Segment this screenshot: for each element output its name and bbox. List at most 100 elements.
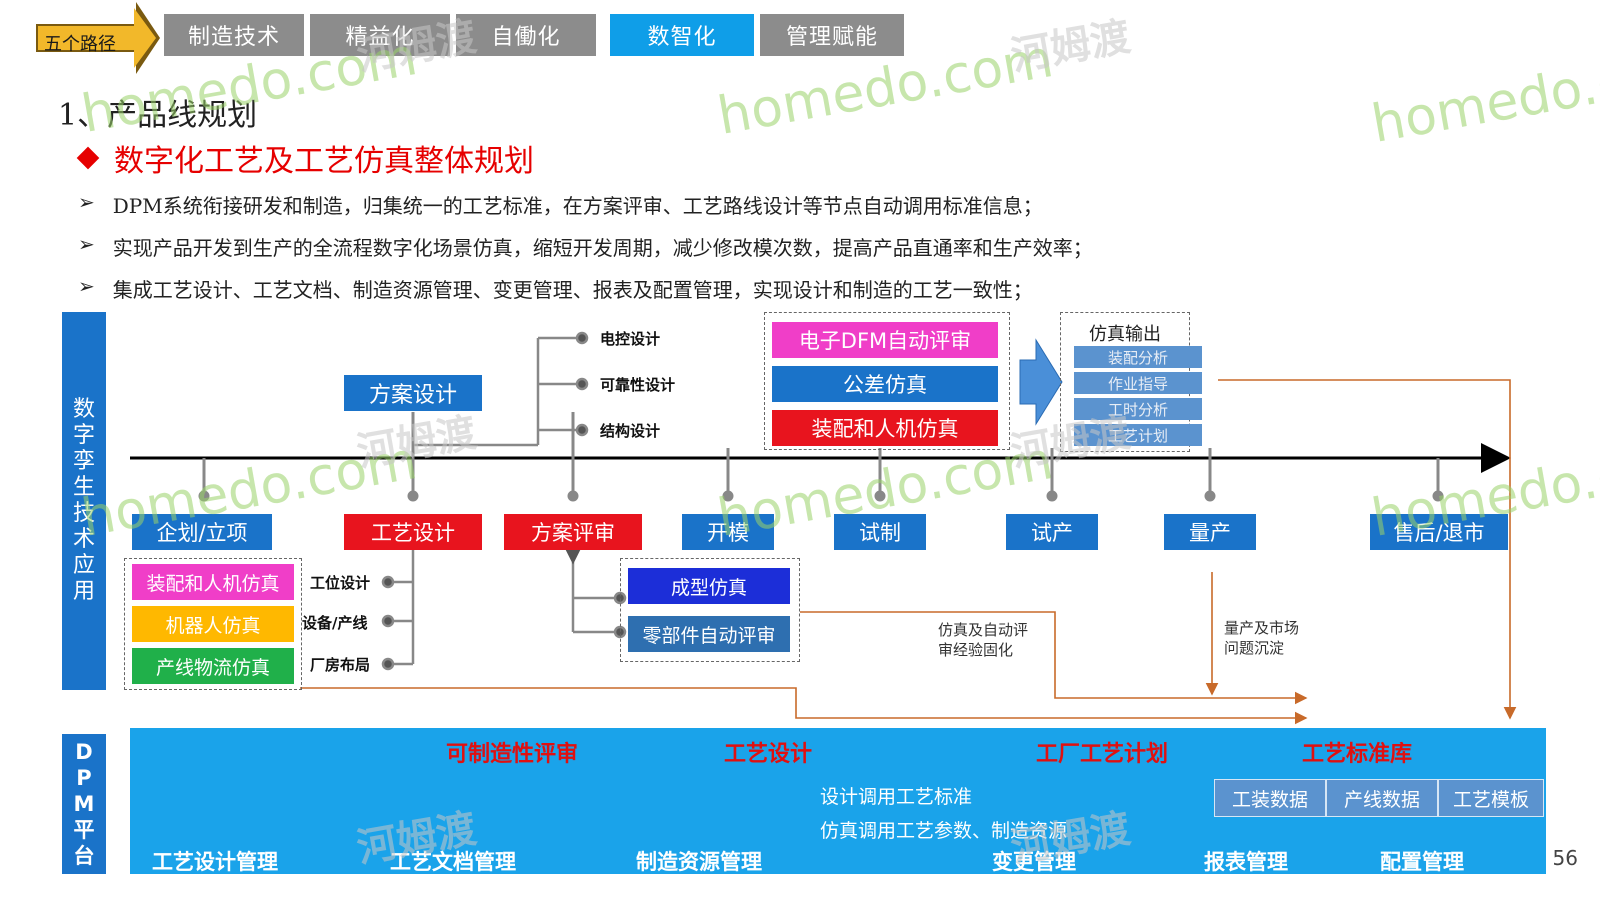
sim-line-logistics: 产线物流仿真 <box>132 648 294 684</box>
branch-structure-design: 结构设计 <box>600 422 661 440</box>
box-label: 装配分析 <box>1107 348 1168 367</box>
bullet-1: ➢ DPM系统衔接研发和制造，归集统一的工艺标准，在方案评审、工艺路线设计等节点自… <box>78 190 1043 219</box>
digital-twin-bar: 数字孪生技术应用 <box>62 312 106 690</box>
vertical-char: 术 <box>72 527 95 552</box>
vertical-char: 字 <box>72 423 95 448</box>
pf-process-design-mgmt: 工艺设计管理 <box>152 850 278 874</box>
box-label: 电子DFM自动评审 <box>798 329 972 353</box>
box-label: 售后/退市 <box>1393 521 1485 545</box>
arrow-bullet-icon: ➢ <box>78 274 95 298</box>
section-title: 1、产品线规划 <box>58 98 258 133</box>
sim-molding: 成型仿真 <box>628 568 790 604</box>
branch-reliability-design: 可靠性设计 <box>600 376 676 394</box>
branch-electrical-design: 电控设计 <box>600 330 661 348</box>
tab-automation[interactable]: 自働化 <box>456 14 596 56</box>
label-plant-layout: 厂房布局 <box>310 656 371 674</box>
bullet-2: ➢实现产品开发到生产的全流程数字化场景仿真，缩短开发周期，减少修改模次数，提高产… <box>78 232 1093 261</box>
tab-management[interactable]: 管理赋能 <box>760 14 904 56</box>
box-label: 装配和人机仿真 <box>811 417 959 441</box>
note-mass-market: 量产及市场 问题沉淀 <box>1224 619 1300 657</box>
tab-label: 精益化 <box>345 25 415 50</box>
pf-factory-process-plan: 工厂工艺计划 <box>1036 742 1169 767</box>
tab-manufacturing-tech[interactable]: 制造技术 <box>164 14 304 56</box>
sim-output-item: 工艺计划 <box>1074 424 1202 446</box>
tab-label: 制造技术 <box>187 25 280 50</box>
pf-config-mgmt: 配置管理 <box>1380 850 1464 874</box>
mold-sim-frame <box>620 558 800 662</box>
phase-mold-open: 开模 <box>682 514 774 550</box>
tab-digital-intelligence[interactable]: 数智化 <box>610 14 754 56</box>
vertical-char: M <box>73 792 95 816</box>
pf-call-sim-params: 仿真调用工艺参数、制造资源 <box>820 820 1068 842</box>
box-label: 试制 <box>859 521 901 545</box>
box-label: 工时分析 <box>1107 400 1168 419</box>
cell-label: 产线数据 <box>1343 788 1420 811</box>
arrow-bullet-icon: ➢ <box>78 190 95 214</box>
bullet-text: DPM系统衔接研发和制造，归集统一的工艺标准，在方案评审、工艺路线设计等节点自动… <box>112 194 1043 218</box>
vertical-char: 生 <box>72 475 95 500</box>
left-sim-frame <box>124 558 302 690</box>
subtitle: 数字化工艺及工艺仿真整体规划 <box>76 136 534 180</box>
pf-tooling-data: 工装数据 <box>1214 779 1326 817</box>
box-label: 试产 <box>1031 521 1073 545</box>
pf-change-mgmt: 变更管理 <box>992 850 1076 874</box>
box-label: 成型仿真 <box>670 576 747 599</box>
sim-robot: 机器人仿真 <box>132 606 294 642</box>
vertical-char: D <box>75 740 93 764</box>
phase-after-sales: 售后/退市 <box>1370 514 1508 550</box>
box-label: 方案评审 <box>531 521 615 545</box>
sim-assembly-ergonomics-left: 装配和人机仿真 <box>132 564 294 600</box>
tab-lean[interactable]: 精益化 <box>310 14 450 56</box>
box-label: 作业指导 <box>1107 374 1168 393</box>
vertical-char: 平 <box>73 818 95 842</box>
vertical-char: 用 <box>72 579 95 604</box>
scheme-design-box: 方案设计 <box>344 375 482 411</box>
pf-resource-mgmt: 制造资源管理 <box>636 850 762 874</box>
label-equipment-line: 设备/产线 <box>302 614 368 632</box>
cell-label: 工艺模板 <box>1452 788 1529 811</box>
box-label: 产线物流仿真 <box>155 656 270 679</box>
pf-report-mgmt: 报表管理 <box>1204 850 1288 874</box>
phase-scheme-review: 方案评审 <box>504 514 642 550</box>
bullet-text: 集成工艺设计、工艺文档、制造资源管理、变更管理、报表及配置管理，实现设计和制造的… <box>112 278 1033 302</box>
tab-label: 管理赋能 <box>785 25 878 50</box>
vertical-char: 台 <box>73 844 95 868</box>
pf-process-template: 工艺模板 <box>1438 779 1544 817</box>
pf-call-standard: 设计调用工艺标准 <box>820 786 973 808</box>
box-label: 工艺计划 <box>1107 426 1168 445</box>
phase-mass-production: 量产 <box>1164 514 1256 550</box>
sim-group-frame <box>764 312 1010 450</box>
box-label: 开模 <box>707 521 749 545</box>
note-sim-experience: 仿真及自动评 审经验固化 <box>938 621 1029 659</box>
pf-manufacturability-review: 可制造性评审 <box>446 742 579 767</box>
tab-label: 自働化 <box>491 25 561 50</box>
box-label: 方案设计 <box>368 383 457 408</box>
box-label: 零部件自动评审 <box>642 624 776 647</box>
sim-tolerance: 公差仿真 <box>772 366 998 402</box>
box-label: 量产 <box>1189 521 1231 545</box>
tab-label: 数智化 <box>647 25 717 50</box>
cell-label: 工装数据 <box>1231 788 1308 811</box>
box-label: 工艺设计 <box>371 521 455 545</box>
phase-planning: 企划/立项 <box>132 514 272 550</box>
bullet-3: ➢ 集成工艺设计、工艺文档、制造资源管理、变更管理、报表及配置管理，实现设计和制造… <box>78 274 1033 303</box>
label-station-design: 工位设计 <box>310 574 371 592</box>
sim-electronic-dfm: 电子DFM自动评审 <box>772 322 998 358</box>
page-number: 56 <box>1552 846 1578 870</box>
sim-output-item: 作业指导 <box>1074 372 1202 394</box>
phase-process-design: 工艺设计 <box>344 514 482 550</box>
sim-output-title: 仿真输出 <box>1089 324 1161 345</box>
vertical-char: P <box>76 766 92 790</box>
sim-output-item: 工时分析 <box>1074 398 1202 420</box>
sim-part-auto-review: 零部件自动评审 <box>628 616 790 652</box>
box-label: 装配和人机仿真 <box>146 572 280 595</box>
vertical-char: 应 <box>72 553 95 578</box>
pf-process-doc-mgmt: 工艺文档管理 <box>390 850 516 874</box>
pf-process-standard-lib: 工艺标准库 <box>1302 742 1413 767</box>
arrow-bullet-icon: ➢ <box>78 232 95 256</box>
pf-process-design: 工艺设计 <box>724 742 813 767</box>
path-arrow-tab: 五个路径 <box>36 2 162 74</box>
sim-output-item: 装配分析 <box>1074 346 1202 368</box>
vertical-char: 技 <box>72 501 95 526</box>
